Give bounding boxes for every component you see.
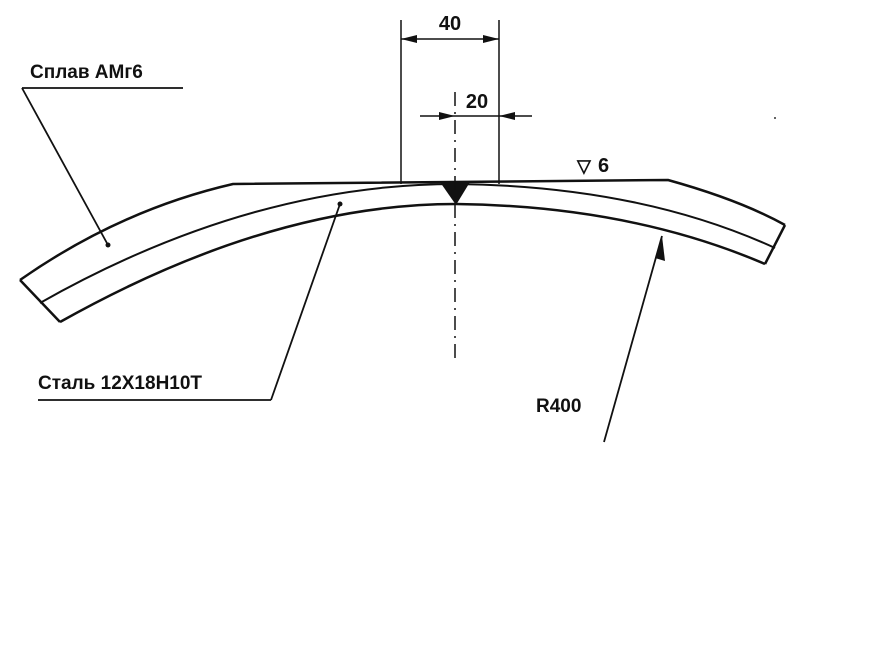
dimension-20-label: 20 xyxy=(466,91,488,113)
dimension-20: 20 xyxy=(420,91,532,120)
radius-leader: R400 xyxy=(536,235,665,443)
roughness-mark: ▽ 6 xyxy=(576,155,609,177)
steel-plate-arc xyxy=(59,202,766,324)
alloy-leader: Сплав АМг6 xyxy=(21,62,183,248)
steel-label: Сталь 12Х18Н10Т xyxy=(38,373,202,394)
dimension-40-label: 40 xyxy=(439,13,461,35)
alloy-label: Сплав АМг6 xyxy=(30,62,143,83)
roughness-symbol: ▽ xyxy=(576,156,592,176)
roughness-value: 6 xyxy=(598,155,609,177)
weld-bead xyxy=(440,182,470,205)
dimension-40: 40 xyxy=(400,13,500,184)
alloy-plate xyxy=(19,178,787,323)
interface-arc xyxy=(39,182,776,304)
steel-leader: Сталь 12Х18Н10Т xyxy=(38,201,343,401)
stray-mark xyxy=(774,117,776,119)
radius-label: R400 xyxy=(536,396,581,417)
